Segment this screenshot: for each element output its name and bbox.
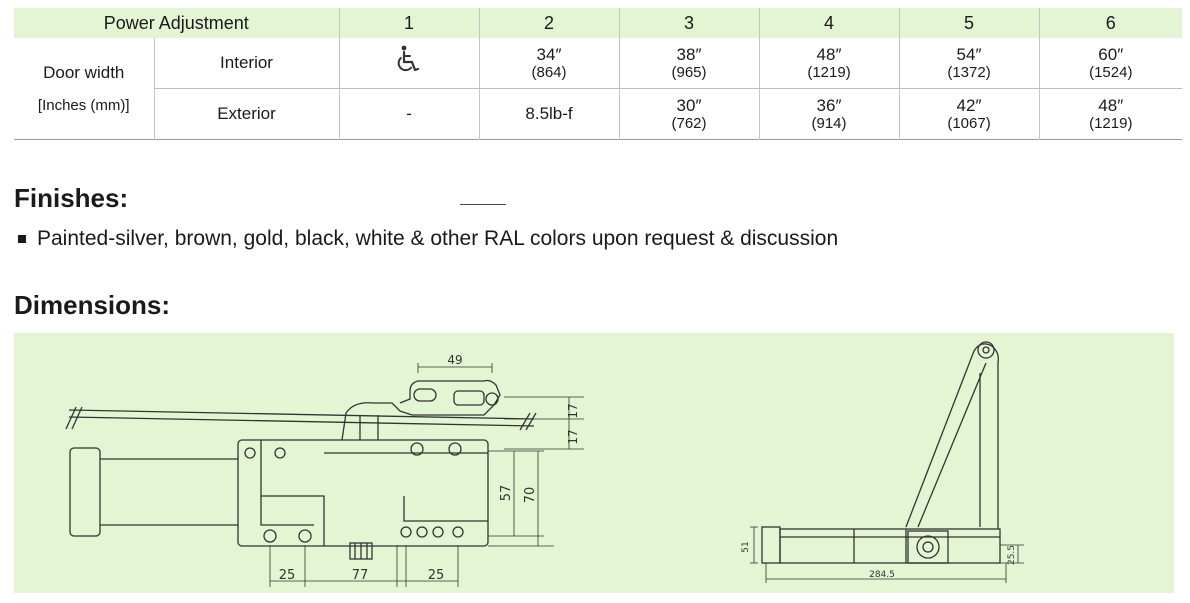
cell-sub: (864) [531, 64, 567, 82]
row-label-interior: Interior [154, 38, 340, 89]
cell-main: - [406, 104, 412, 124]
cell-main: 36″ [816, 95, 842, 115]
cell-sub: (762) [671, 115, 707, 133]
dimensions-heading: Dimensions: [14, 290, 171, 320]
dim-right-top-2: 17 [566, 429, 580, 444]
dim-height-outer: 70 [523, 487, 538, 504]
cell-main: 42″ [956, 95, 982, 115]
wheelchair-icon [397, 45, 420, 72]
cell-interior-4: 48″ (1219) [759, 38, 900, 89]
column-header-6: 6 [1039, 8, 1183, 38]
finishes-heading: Finishes: [14, 183, 129, 213]
cell-exterior-3: 30″ (762) [619, 88, 760, 140]
cell-main: 48″ [816, 44, 842, 64]
cell-main: 54″ [956, 44, 982, 64]
cell-exterior-1: - [339, 88, 480, 140]
header-power-adjustment: Power Adjustment [14, 8, 340, 38]
cell-main: 30″ [676, 95, 702, 115]
dimension-drawing: 49 17 17 57 70 25 77 25 51 284.5 25.5 [65, 341, 1024, 587]
cell-interior-1 [339, 38, 480, 89]
power-adjustment-table: Power Adjustment 1 2 3 4 5 6 Door width … [14, 8, 1183, 140]
dim-side-length: 284.5 [869, 570, 895, 580]
column-header-4: 4 [759, 8, 900, 38]
row-label-exterior: Exterior [154, 88, 340, 140]
cell-exterior-2: 8.5lb-f [479, 88, 620, 140]
cell-sub: (1219) [1089, 115, 1133, 133]
cell-interior-3: 38″ (965) [619, 38, 760, 89]
dimensions-drawing-panel: 49 17 17 57 70 25 77 25 51 284.5 25.5 [14, 333, 1174, 593]
cell-main: 38″ [676, 44, 702, 64]
dim-height-inner: 57 [499, 485, 514, 502]
finishes-item-text: Painted-silver, brown, gold, black, whit… [37, 227, 839, 250]
table-row-interior: Door width [Inches (mm)] Interior 34″ (8… [14, 38, 1183, 140]
cell-sub: (914) [811, 115, 847, 133]
cell-interior-6: 60″ (1524) [1039, 38, 1183, 89]
cell-sub: (1219) [807, 64, 851, 82]
cell-exterior-4: 36″ (914) [759, 88, 900, 140]
dim-bottom-right: 25 [428, 568, 445, 583]
door-width-line2: [Inches (mm)] [37, 96, 130, 114]
column-header-5: 5 [899, 8, 1040, 38]
column-header-1: 1 [339, 8, 480, 38]
cell-main: 8.5lb-f [525, 104, 573, 124]
dim-side-right-height: 25.5 [1007, 545, 1017, 565]
dim-top-width: 49 [447, 353, 462, 367]
cell-interior-5: 54″ (1372) [899, 38, 1040, 89]
cell-sub: (1372) [947, 64, 991, 82]
cell-interior-2: 34″ (864) [479, 38, 620, 89]
cell-main: 34″ [536, 44, 562, 64]
finishes-item: Painted-silver, brown, gold, black, whit… [18, 227, 838, 251]
dim-bottom-left: 25 [279, 568, 296, 583]
cell-exterior-6: 48″ (1219) [1039, 89, 1182, 140]
dim-side-height: 51 [741, 541, 751, 552]
table-row-exterior: Exterior - 8.5lb-f 30″ (762) 36″ (914) 4… [14, 88, 1182, 140]
cell-main: 48″ [1098, 95, 1124, 115]
column-header-2: 2 [479, 8, 620, 38]
dim-right-top-1: 17 [566, 403, 580, 418]
cell-main: 60″ [1098, 44, 1124, 64]
divider-line [460, 204, 506, 205]
bullet-icon [18, 235, 26, 243]
cell-sub: (965) [671, 64, 707, 82]
cell-sub: (1067) [947, 115, 991, 133]
table-header-row: Power Adjustment 1 2 3 4 5 6 [14, 8, 1183, 38]
cell-exterior-5: 42″ (1067) [899, 88, 1040, 140]
door-width-line1: Door width [43, 63, 125, 83]
dim-bottom-middle: 77 [352, 568, 369, 583]
door-width-label: Door width [Inches (mm)] [14, 38, 155, 140]
column-header-3: 3 [619, 8, 760, 38]
cell-sub: (1524) [1089, 64, 1133, 82]
